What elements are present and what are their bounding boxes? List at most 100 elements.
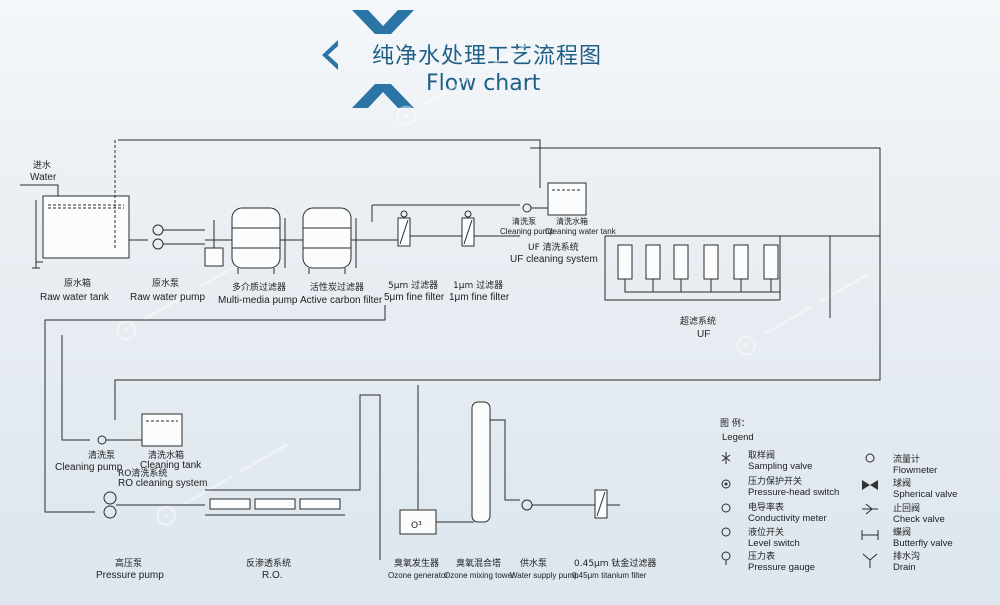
title-cn: 纯净水处理工艺流程图: [372, 44, 602, 69]
legend-item-cn: 压力保护开关: [748, 475, 802, 487]
uf-membrane-rack: [604, 235, 880, 318]
uf-tank-label-cn: 清洗水箱: [556, 216, 588, 226]
uf-outlet-loop: [114, 147, 881, 420]
butterfly-valve-icon: [861, 530, 879, 540]
pressure-switch-icon: [721, 479, 731, 489]
uf-label-en: UF: [697, 329, 710, 340]
inlet-label-en: Water: [30, 172, 57, 183]
legend-item-en: Flowmeter: [893, 465, 937, 476]
supply-pump-label-en: Water supply pump: [510, 571, 579, 580]
fine-filter-1um: [461, 210, 475, 247]
legend-item-en: Pressure gauge: [748, 562, 815, 573]
inlet-pipe: [20, 184, 59, 196]
raw-water-pump: [129, 224, 205, 250]
level-switch-icon: [721, 527, 731, 537]
raw-pump-label-cn: 原水泵: [152, 277, 179, 289]
titanium-filter: [594, 489, 620, 519]
legend: 图 例： Legend 取样阀 Sampling valve 压力保护开关 Pr…: [720, 417, 957, 573]
ac-filter-label-cn: 活性炭过滤器: [310, 281, 364, 293]
legend-item-en: Sampling valve: [748, 461, 812, 472]
legend-item-cn: 排水沟: [893, 550, 920, 562]
legend-item-en: Drain: [893, 562, 916, 573]
ozone-box-label: O³: [411, 521, 422, 531]
legend-item-cn: 液位开关: [748, 526, 784, 538]
ozone-gen-label-en: Ozone generator: [388, 571, 448, 580]
ro-tank-label-en: Cleaning tank: [140, 460, 202, 471]
raw-tank-label-en: Raw water tank: [40, 292, 110, 303]
inlet-label-cn: 进水: [33, 159, 51, 171]
top-return-pipe: [118, 139, 541, 188]
legend-item-cn: 流量计: [893, 453, 920, 465]
legend-item-cn: 电导率表: [748, 501, 784, 513]
legend-item-cn: 压力表: [748, 550, 775, 562]
legend-item-en: Check valve: [893, 514, 945, 525]
f5-label-en: 5μm fine filter: [384, 292, 445, 303]
dosing-tank: [204, 247, 224, 267]
ti-filter-label-cn: 0.45μm 钛金过滤器: [574, 557, 656, 569]
uf-clean-label-cn: UF 清洗系统: [528, 241, 579, 253]
uf-label-cn: 超滤系统: [680, 315, 716, 327]
legend-item-cn: 止回阀: [893, 502, 920, 514]
ti-filter-label-en: 0.45μm titanium filter: [572, 571, 647, 580]
ro-tank-label-cn: 清洗水箱: [148, 449, 184, 461]
ro-clean-label-cn: RO清洗系统: [118, 467, 167, 479]
legend-item-en: Pressure-head switch: [748, 487, 839, 498]
mm-filter-label-en: Multi-media pump: [218, 295, 298, 306]
check-valve-icon: [862, 503, 878, 515]
ozone-mix-label-en: Ozone mixing tower: [444, 571, 515, 580]
sampling-valve-icon: [721, 452, 731, 464]
uf-cleaning-tank: [522, 182, 587, 216]
f1-label-en: 1μm fine filter: [449, 292, 510, 303]
svg-text:⊙ ─── ───: ⊙ ─── ───: [727, 260, 877, 367]
legend-item-cn: 蝶阀: [893, 526, 911, 538]
backwash-pipe: [284, 218, 357, 268]
uf-pump-label-cn: 清洗泵: [512, 216, 536, 226]
legend-item-cn: 取样阀: [748, 449, 775, 461]
pressure-gauge-icon: [721, 551, 731, 565]
hp-pump-label-en: Pressure pump: [96, 570, 164, 581]
multi-media-filter: [231, 207, 281, 274]
ozone-gen-label-cn: 臭氧发生器: [394, 557, 439, 569]
legend-item-en: Conductivity meter: [748, 513, 827, 524]
mm-filter-label-cn: 多介质过滤器: [232, 281, 286, 293]
water-supply-pump: [521, 499, 595, 511]
ro-membranes: [205, 394, 381, 560]
ac-filter-label-en: Active carbon filter: [300, 295, 383, 306]
legend-item-en: Butterfly valve: [893, 538, 953, 549]
uf-pump-label-en: Cleaning pump: [500, 227, 554, 236]
conductivity-meter-icon: [721, 503, 731, 513]
ro-pump-label-en: Cleaning pump: [55, 462, 123, 473]
pressure-pump: [103, 491, 205, 519]
fine-filter-5um: [397, 210, 411, 247]
ozone-mixing-tower: [471, 401, 520, 523]
ozone-mix-label-cn: 臭氧混合塔: [456, 557, 501, 569]
ro-clean-feed: [61, 335, 90, 441]
title-logo-icon: [322, 10, 414, 108]
f1-label-cn: 1μm 过滤器: [453, 279, 503, 291]
ro-pump-label-cn: 清洗泵: [88, 449, 115, 461]
ro-feed-loop: [44, 305, 386, 513]
flowmeter-icon: [865, 453, 875, 463]
title-en: Flow chart: [426, 71, 541, 96]
f5-label-cn: 5μm 过滤器: [388, 279, 438, 291]
ozone-generator: [399, 385, 474, 535]
uf-clean-feed: [371, 204, 520, 222]
legend-title-en: Legend: [722, 432, 754, 443]
raw-pump-label-en: Raw water pump: [130, 292, 205, 303]
hp-pump-label-cn: 高压泵: [115, 557, 142, 569]
raw-tank-label-cn: 原水箱: [64, 277, 91, 289]
uf-tank-label-en: Cleaning water tank: [545, 227, 617, 236]
supply-pump-label-cn: 供水泵: [520, 557, 547, 569]
drain-icon: [862, 553, 878, 568]
ro-cleaning-tank: [97, 413, 183, 447]
ro-clean-label-en: RO cleaning system: [118, 478, 207, 489]
legend-item-en: Spherical valve: [893, 489, 957, 500]
ro-label-en: R.O.: [262, 570, 283, 581]
raw-water-tank: [32, 195, 130, 269]
legend-title-cn: 图 例：: [720, 417, 750, 429]
legend-item-en: Level switch: [748, 538, 800, 549]
ro-label-cn: 反渗透系统: [246, 557, 291, 569]
active-carbon-filter: [302, 207, 352, 274]
uf-clean-label-en: UF cleaning system: [510, 254, 598, 265]
